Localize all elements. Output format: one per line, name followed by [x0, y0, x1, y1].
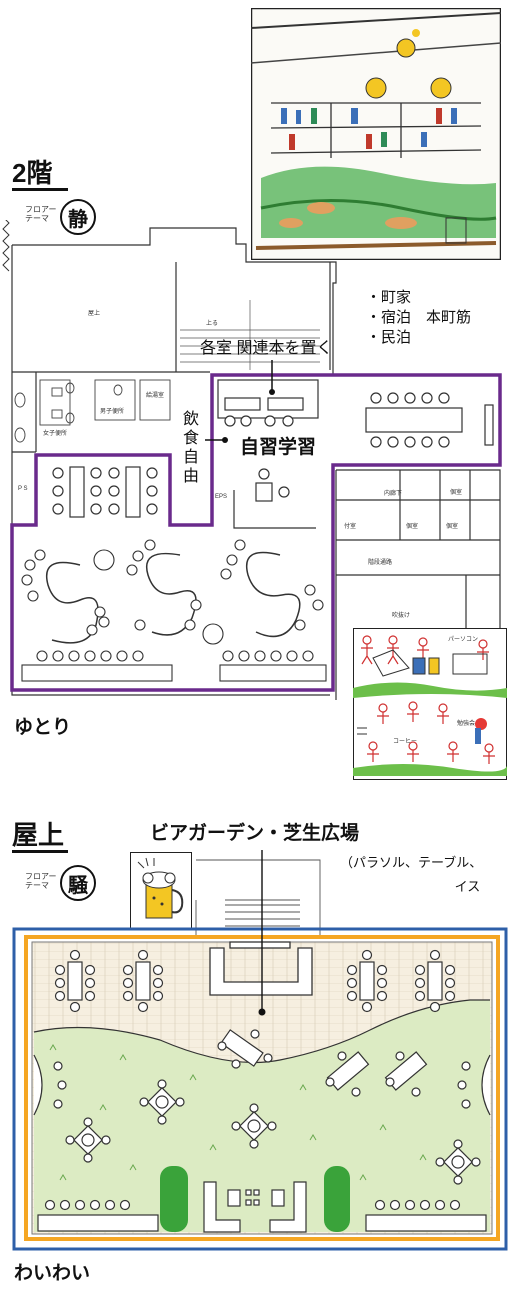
room-label-wc-m: 男子便所 [100, 409, 125, 415]
rooftop-theme-label-line1: フロアー [25, 872, 57, 881]
sketch-text-study-group: 勉強会 [457, 721, 476, 727]
room-label-roof: 屋上 [88, 311, 101, 317]
rooftop-plan [12, 850, 508, 1251]
beer-mug-illustration [130, 852, 192, 930]
floor2-plan [2, 220, 502, 700]
room-label-attached: 付室 [344, 524, 357, 530]
sketch-text-pc: パーソコン [448, 637, 479, 643]
room-label-void: 吹抜け [392, 613, 411, 619]
floor2-area-name: ゆとり [14, 717, 72, 738]
library-sketch-illustration [251, 8, 501, 260]
eat-label-char-3: 自 [182, 449, 199, 466]
room-label-single1: 個室 [450, 490, 463, 496]
rooftop-note-line-2: イス [454, 879, 481, 894]
floor2-theme-label: フロアー テーマ [25, 205, 57, 223]
theme-label-line1: フロアー [25, 205, 57, 214]
room-label-corridor: 階段通路 [368, 560, 393, 566]
room-label-hall: 内廊下 [384, 491, 403, 497]
room-label-eps: EPS [215, 494, 228, 500]
beer-garden-heading: ビアガーデン・芝生広場 [150, 823, 360, 844]
study-group-sketch: パーソコン コーヒー 勉強会 [353, 628, 507, 780]
room-label-up: 上る [206, 321, 219, 327]
eat-label-char-4: 由 [182, 468, 199, 485]
floor2-notes: ・町家 ・宿泊 本町筋 ・民泊 [366, 288, 471, 348]
sketch-text-coffee: コーヒー [393, 739, 418, 745]
theme-label-line2: テーマ [25, 214, 49, 223]
note-line-2: ・宿泊 本町筋 [366, 309, 472, 326]
room-label-wc-f: 女子便所 [43, 431, 68, 437]
room-label-ps: P S [18, 486, 28, 492]
room-label-single3: 個室 [446, 524, 459, 530]
room-label-single2: 個室 [406, 524, 419, 530]
eat-label-char-1: 飲 [182, 411, 199, 428]
rooftop-title-underline [12, 850, 68, 853]
floor2-title-underline [12, 188, 68, 191]
self-study-label: 自習学習 [240, 437, 317, 458]
note-line-3: ・民泊 [366, 329, 412, 346]
eat-label-char-2: 食 [182, 430, 199, 447]
related-books-annotation: 各室 関連本を置く [200, 340, 333, 357]
floor2-theme-badge: 静 [60, 199, 96, 235]
rooftop-note: （パラソル、テーブル、 イス [340, 851, 482, 899]
rooftop-area-name: わいわい [14, 1263, 91, 1284]
rooftop-title: 屋上 [12, 820, 65, 850]
rooftop-theme-label: フロアー テーマ [25, 872, 57, 890]
rooftop-theme-label-line2: テーマ [25, 881, 49, 890]
floor2-title: 2階 [12, 158, 53, 188]
note-line-1: ・町家 [366, 289, 412, 306]
rooftop-theme-badge: 騒 [60, 865, 96, 901]
eating-allowed-label: 飲 食 自 由 [182, 410, 200, 486]
rooftop-note-line-1: （パラソル、テーブル、 [340, 855, 483, 870]
room-label-kitchen: 給湯室 [146, 393, 165, 399]
